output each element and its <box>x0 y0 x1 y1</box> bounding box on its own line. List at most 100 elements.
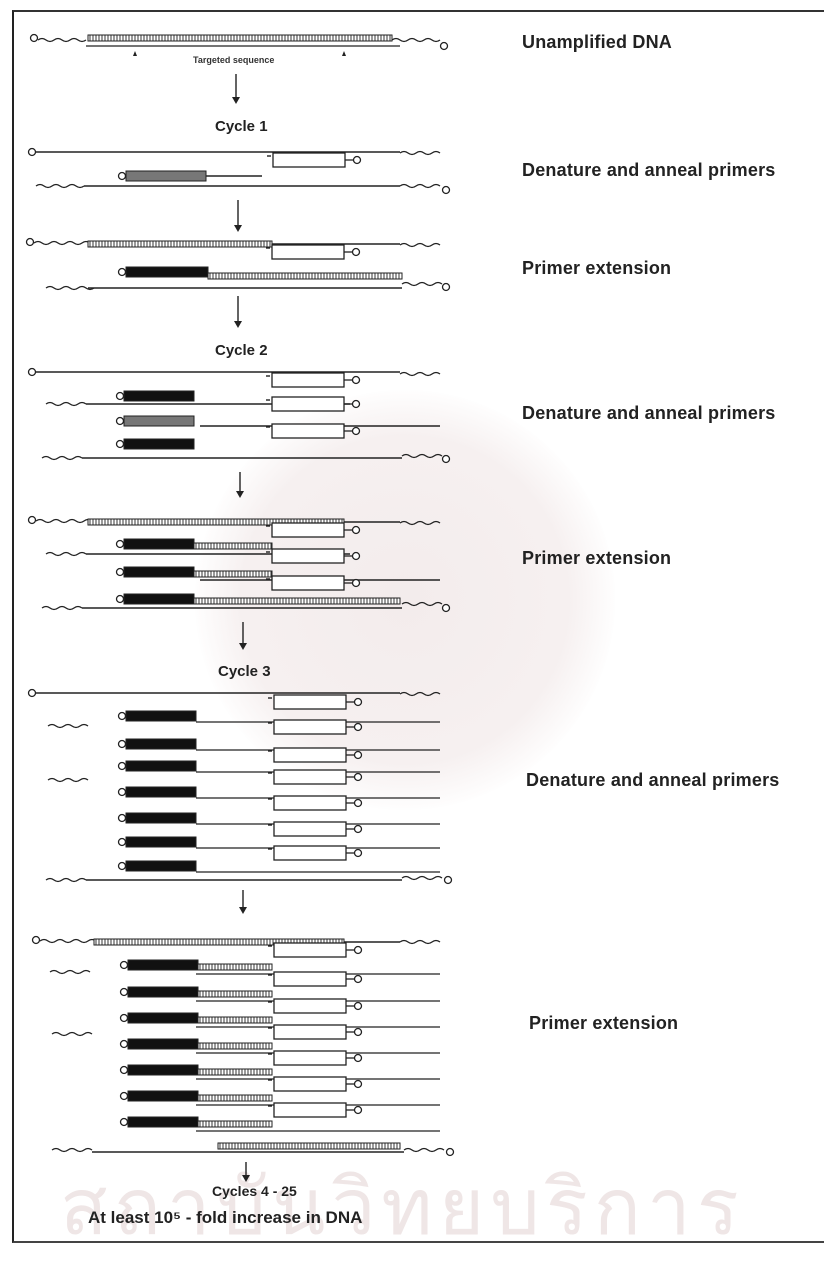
c3e-pr-3 <box>274 1025 346 1039</box>
c3e-pl-4 <box>128 1065 198 1075</box>
arrow-4-head <box>236 491 244 498</box>
c3e-pr-6 <box>274 1103 346 1117</box>
c1e-top-end <box>27 239 34 246</box>
cycle-label-3: Cycle 3 <box>218 663 271 680</box>
step-label-cycle3-denature: Denature and anneal primers <box>526 770 779 791</box>
c3e-pr-2 <box>274 999 346 1013</box>
c2e-pr-1 <box>272 523 344 537</box>
c3e-pr-0 <box>274 943 346 957</box>
c3-pl-5-end <box>119 839 126 846</box>
target-mark-right <box>342 51 346 56</box>
c3-pr-2-end <box>355 752 362 759</box>
c2e-pr-2 <box>272 549 344 563</box>
c3-s1-wave <box>400 693 440 696</box>
c1-top-end <box>29 149 36 156</box>
c3-pl-3-end <box>119 789 126 796</box>
c3-wave-a <box>48 725 88 728</box>
c3e-bot-wave-r <box>404 1149 444 1152</box>
arrow-7-head <box>242 1175 250 1182</box>
c3-pl-1-end <box>119 741 126 748</box>
c3e-pl-5-end <box>121 1093 128 1100</box>
c2e-s1-end <box>29 517 36 524</box>
c3-pl-2-end <box>119 763 126 770</box>
unamp-left-end <box>31 35 38 42</box>
c2e-s1-wave-r <box>400 522 440 525</box>
c3-pr-4-end <box>355 800 362 807</box>
c3-pr-6 <box>274 846 346 860</box>
c2-s1-wave <box>400 373 440 376</box>
c2e-pr-3-end <box>353 580 360 587</box>
c3e-pl-6-end <box>121 1119 128 1126</box>
c3e-wave-b <box>52 1033 92 1036</box>
c3-pr-5 <box>274 822 346 836</box>
c3e-pr-3-end <box>355 1029 362 1036</box>
c3e-s1-end <box>33 937 40 944</box>
cycle-label-1: Cycle 1 <box>215 118 268 135</box>
c3e-pr-6-end <box>355 1107 362 1114</box>
c3-pr-4 <box>274 796 346 810</box>
c2e-pl-1 <box>124 539 194 549</box>
c2-s1-end <box>29 369 36 376</box>
c3e-pl-0-end <box>121 962 128 969</box>
c1e-primer-right <box>272 245 344 259</box>
c3-pl-1 <box>126 739 196 749</box>
c1e-top-wave <box>34 242 90 245</box>
c1e-bot-wave-r <box>402 283 442 286</box>
c2-pl-2 <box>124 416 194 426</box>
c1-bot-wave-r <box>400 185 440 188</box>
c2-pl-3 <box>124 439 194 449</box>
c3e-pl-4-end <box>121 1067 128 1074</box>
c1e-bot-end <box>119 269 126 276</box>
step-label-cycle3-extension: Primer extension <box>529 1013 678 1034</box>
c2-s4-wave-r <box>402 455 442 458</box>
c1e-top-wave-r <box>400 244 440 247</box>
c2-s4-right-end <box>443 456 450 463</box>
c3-pl-4 <box>126 813 196 823</box>
c3-pl-6 <box>126 861 196 871</box>
step-label-cycle2-denature: Denature and anneal primers <box>522 403 775 424</box>
arrow-2-head <box>234 225 242 232</box>
c2e-pl-2-end <box>117 569 124 576</box>
c2-pl-2-end <box>117 418 124 425</box>
c2-pr-2 <box>272 397 344 411</box>
c3-pl-5 <box>126 837 196 847</box>
arrow-6-head <box>239 907 247 914</box>
c3e-pl-3 <box>128 1039 198 1049</box>
c3-pl-6-end <box>119 863 126 870</box>
c3-pr-3-end <box>355 774 362 781</box>
unamp-right-end <box>441 43 448 50</box>
unamp-target-hatch <box>90 35 390 41</box>
c1-bot-end <box>119 173 126 180</box>
arrow-1-head <box>232 97 240 104</box>
c2-pr-2-end <box>353 401 360 408</box>
c2e-pr-3 <box>272 576 344 590</box>
arrow-3-head <box>234 321 242 328</box>
c3-pr-1-end <box>355 724 362 731</box>
c2e-s4-wave <box>42 607 82 610</box>
c3-pr-5-end <box>355 826 362 833</box>
c3-pr-3 <box>274 770 346 784</box>
c2e-pl-1-end <box>117 541 124 548</box>
c3e-s1-wave-r <box>400 941 440 944</box>
c2e-s1-wave <box>36 520 92 523</box>
c3-pr-0 <box>274 695 346 709</box>
c3-wave-b <box>48 779 88 782</box>
c3e-pr-4-end <box>355 1055 362 1062</box>
c3e-pr-5 <box>274 1077 346 1091</box>
c3-pl-4-end <box>119 815 126 822</box>
c3e-s1-wave <box>40 940 96 943</box>
c1e-top-hatch <box>90 241 270 247</box>
c2e-pl-3 <box>124 594 194 604</box>
c1-top-wave <box>400 152 440 155</box>
c2-pr-1 <box>272 373 344 387</box>
c3-pl-0-end <box>119 713 126 720</box>
c1e-bot-wave <box>46 287 94 290</box>
c3-pl-0 <box>126 711 196 721</box>
c2e-pl-3-end <box>117 596 124 603</box>
c3-bot-wave-r <box>402 877 442 880</box>
c3e-bot-right-end <box>447 1149 454 1156</box>
c2e-s2-wave <box>46 553 86 556</box>
c3e-pl-1 <box>128 987 198 997</box>
c1e-primer-right-end <box>353 249 360 256</box>
